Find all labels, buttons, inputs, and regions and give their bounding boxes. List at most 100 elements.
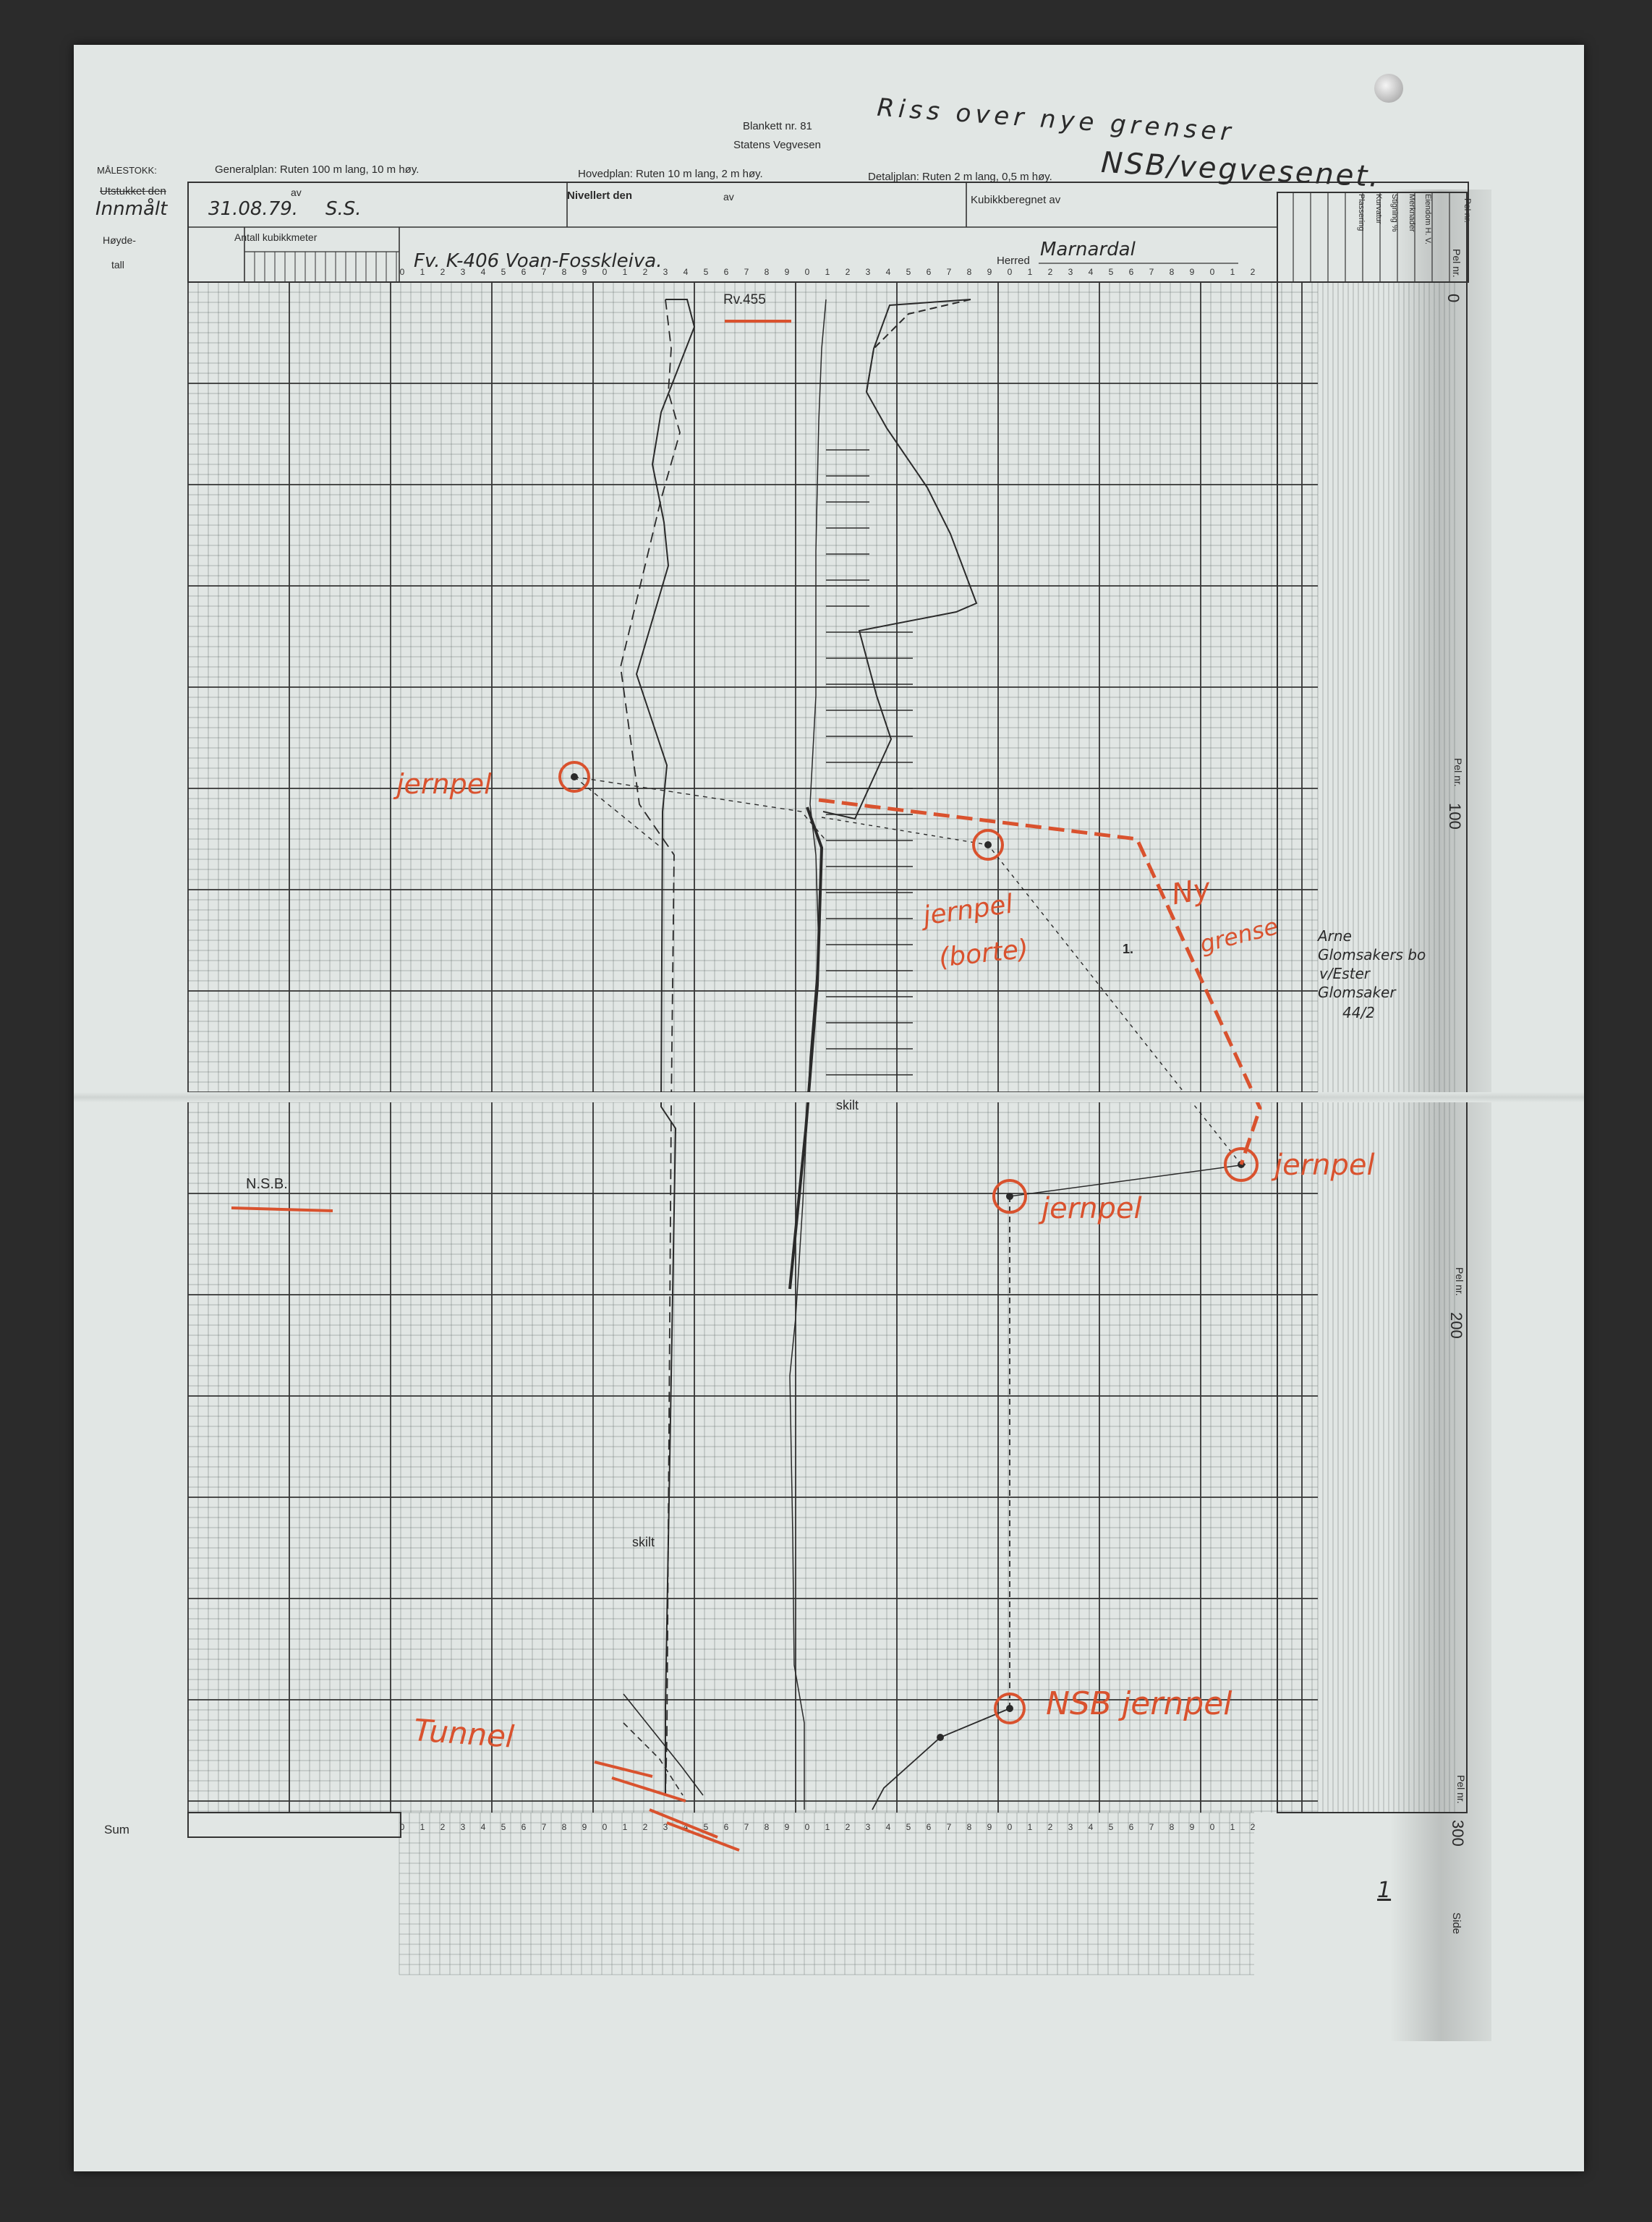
header-box xyxy=(187,182,1469,1838)
municipality-name: Marnardal xyxy=(1040,239,1136,260)
header-frame xyxy=(187,182,1469,283)
right-columns-box xyxy=(1277,192,1468,1813)
by-label-1: av xyxy=(291,187,302,198)
ruler-top-digit: 6 xyxy=(724,267,729,277)
ruler-top-digit: 8 xyxy=(562,267,567,277)
ruler-bottom-digit: 2 xyxy=(643,1822,648,1832)
tunnel-red-hatch xyxy=(666,1821,740,1852)
parcel-number: 1. xyxy=(1123,942,1134,956)
red-annotations xyxy=(231,320,1262,1852)
road-thick-line xyxy=(788,806,824,1290)
ruler-bottom-digit: 8 xyxy=(967,1822,972,1832)
owner-line-3: v/Ester xyxy=(1319,965,1370,982)
sign-label-1: skilt xyxy=(836,1098,859,1112)
road-drawing xyxy=(571,299,1246,1810)
station-label-200: Pel nr. xyxy=(1454,1267,1465,1296)
ruler-bottom-digit: 1 xyxy=(1028,1822,1033,1832)
ruler-top-digit: 2 xyxy=(846,267,851,277)
ruler-top-digit: 0 xyxy=(1008,267,1013,277)
ruler-bottom-digit: 2 xyxy=(1251,1822,1256,1832)
ruler-bottom-digit: 0 xyxy=(1008,1822,1013,1832)
ruler-top-digit: 3 xyxy=(461,267,466,277)
survey-point xyxy=(571,773,578,780)
right-boundary-dashed xyxy=(866,299,971,393)
ruler-bottom-digit: 1 xyxy=(1230,1822,1235,1832)
ruler-bottom-digit: 4 xyxy=(481,1822,486,1832)
ruler-bottom-digit: 6 xyxy=(927,1822,932,1832)
jernpel-annotation-1: jernpel xyxy=(396,768,492,800)
ruler-bottom-digit: 5 xyxy=(704,1822,709,1832)
ruler-bottom-digit: 9 xyxy=(1190,1822,1195,1832)
ruler-top-digit: 2 xyxy=(643,267,648,277)
ruler-bottom-digit: 5 xyxy=(906,1822,911,1832)
cubic-count-label: Antall kubikkmeter xyxy=(234,231,318,243)
ruler-top-digit: 6 xyxy=(521,267,527,277)
municipality-label: Herred xyxy=(997,255,1030,267)
right-col-0: Eiendom H. V. xyxy=(1423,194,1432,244)
ruler-bottom-digit: 5 xyxy=(501,1822,506,1832)
ruler-bottom-digit: 1 xyxy=(420,1822,425,1832)
ruler-bottom-digit: 0 xyxy=(603,1822,608,1832)
ruler-bottom-digit: 8 xyxy=(765,1822,770,1832)
right-col-4: Plassering xyxy=(1357,194,1366,231)
scale-label: MÅLESTOKK: xyxy=(97,165,157,176)
nsb-jernpel-circle xyxy=(994,1693,1026,1724)
ruler-bottom-digit: 7 xyxy=(1149,1822,1154,1832)
station-200: 200 xyxy=(1447,1312,1465,1339)
ruler-top-digit: 4 xyxy=(481,267,486,277)
ruler-top-digit: 5 xyxy=(704,267,709,277)
jernpel-circle-3 xyxy=(1224,1147,1259,1182)
ruler-top-digit: 3 xyxy=(1068,267,1073,277)
form-number: Blankett nr. 81 xyxy=(743,120,812,132)
right-col-frame xyxy=(1277,192,1468,1813)
ruler-bottom-digit: 8 xyxy=(562,1822,567,1832)
staked-label: Utstukket den xyxy=(100,185,166,197)
survey-point xyxy=(937,1734,944,1741)
grid-lines xyxy=(187,281,1455,1975)
sum-box xyxy=(187,1812,401,1838)
ruler-bottom-digit: 6 xyxy=(521,1822,527,1832)
nsb-lower-line xyxy=(872,1708,1010,1810)
ruler-bottom-digit: 1 xyxy=(623,1822,628,1832)
main-plan: Hovedplan: Ruten 10 m lang, 2 m høy. xyxy=(578,168,763,180)
ruler-bottom-digit: 9 xyxy=(785,1822,790,1832)
ruler-top-digit: 3 xyxy=(663,267,668,277)
ruler-bottom-digit: 4 xyxy=(1089,1822,1094,1832)
ruler-bottom-digit: 8 xyxy=(1170,1822,1175,1832)
ruler-top-digit: 0 xyxy=(603,267,608,277)
left-boundary-dashed xyxy=(620,299,681,1796)
owner-line-5: 44/2 xyxy=(1342,1004,1375,1021)
levelled-label: Nivellert den xyxy=(567,190,633,202)
ruler-top-digit: 2 xyxy=(440,267,446,277)
right-col-1: Merknader xyxy=(1408,194,1416,232)
right-col-3: Kurvatur xyxy=(1374,194,1383,224)
ruler-top-digit: 1 xyxy=(825,267,830,277)
ruler-bottom-digit: 9 xyxy=(987,1822,992,1832)
agency-name: Statens Vegvesen xyxy=(733,139,821,151)
measured-date: 31.08.79. xyxy=(208,198,299,220)
ruler-bottom-digit: 3 xyxy=(1068,1822,1073,1832)
road-455-label: Rv.455 xyxy=(723,292,766,307)
ruler-bottom-digit: 0 xyxy=(1210,1822,1215,1832)
ruler-top-digit: 0 xyxy=(805,267,810,277)
punch-hole xyxy=(1374,74,1403,103)
paper-fold xyxy=(74,1092,1584,1102)
ruler-top-digit: 1 xyxy=(420,267,425,277)
ruler-bottom-digit: 4 xyxy=(886,1822,891,1832)
ruler-top-digit: 9 xyxy=(582,267,587,277)
tunnel-line-1 xyxy=(623,1693,704,1796)
tunnel-red-hatch xyxy=(611,1776,686,1802)
ruler-bottom-digit: 0 xyxy=(400,1822,405,1832)
sign-label-2: skilt xyxy=(632,1535,655,1549)
ruler-bottom-digit: 7 xyxy=(542,1822,547,1832)
jernpel-circle-2 xyxy=(972,829,1004,861)
sum-label: Sum xyxy=(104,1823,129,1836)
ruler-top-digit: 2 xyxy=(1251,267,1256,277)
detail-plan: Detaljplan: Ruten 2 m lang, 0,5 m høy. xyxy=(868,171,1052,183)
tunnel-red-hatch xyxy=(594,1761,653,1778)
ruler-bottom-digit: 6 xyxy=(1129,1822,1134,1832)
ruler-top-digit: 8 xyxy=(967,267,972,277)
